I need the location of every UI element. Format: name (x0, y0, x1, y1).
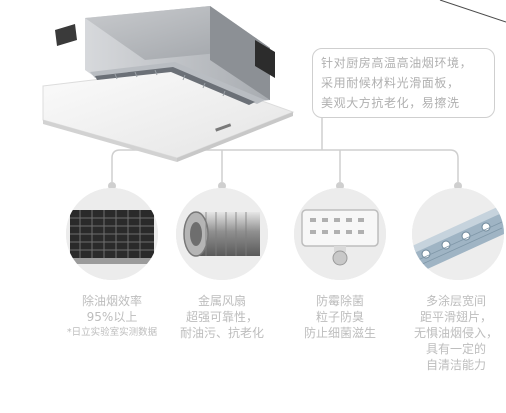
feature-4-line-1: 多涂层宽间 (425, 294, 486, 308)
callout-line-2: 采用耐候材料光滑面板， (321, 76, 460, 90)
feature-2-line-3: 耐油污、抗老化 (179, 326, 264, 340)
feature-4-line-4: 具有一定的 (425, 342, 486, 356)
feature-2-line-2: 超强可靠性， (185, 310, 258, 324)
feature-oil-removal: 除油烟效率 95%以上 *日立实验室实测数据 (52, 293, 172, 341)
callout-line-1: 针对厨房高温高油烟环境， (321, 56, 473, 70)
antibacterial-filter-image (294, 188, 386, 280)
cassette-air-conditioner-image (42, 6, 295, 162)
feature-1-line-2: 95%以上 (86, 310, 138, 324)
feature-4-line-2: 距平滑翅片， (419, 310, 492, 324)
feature-coated-fins: 多涂层宽间 距平滑翅片， 无惧油烟侵入， 具有一定的 自清洁能力 (396, 293, 506, 373)
feature-3-line-3: 防止细菌滋生 (303, 326, 376, 340)
product-description-callout: 针对厨房高温高油烟环境， 采用耐候材料光滑面板， 美观大方抗老化，易擦洗 (312, 48, 495, 118)
feature-1-note: *日立实验室实测数据 (66, 327, 158, 338)
feature-3-line-1: 防霉除菌 (315, 294, 364, 308)
metal-fan-image (176, 188, 268, 280)
feature-3-line-2: 粒子防臭 (315, 310, 364, 324)
feature-4-line-3: 无惧油烟侵入， (413, 326, 498, 340)
callout-line-3: 美观大方抗老化，易擦洗 (321, 96, 460, 110)
filter-mesh-image (66, 188, 158, 280)
heat-fins-image (412, 188, 504, 280)
feature-metal-fan: 金属风扇 超强可靠性， 耐油污、抗老化 (162, 293, 282, 341)
feature-1-line-1: 除油烟效率 (81, 294, 142, 308)
feature-2-line-1: 金属风扇 (197, 294, 246, 308)
feature-antibacterial: 防霉除菌 粒子防臭 防止细菌滋生 (280, 293, 400, 341)
feature-4-line-5: 自清洁能力 (425, 358, 486, 372)
